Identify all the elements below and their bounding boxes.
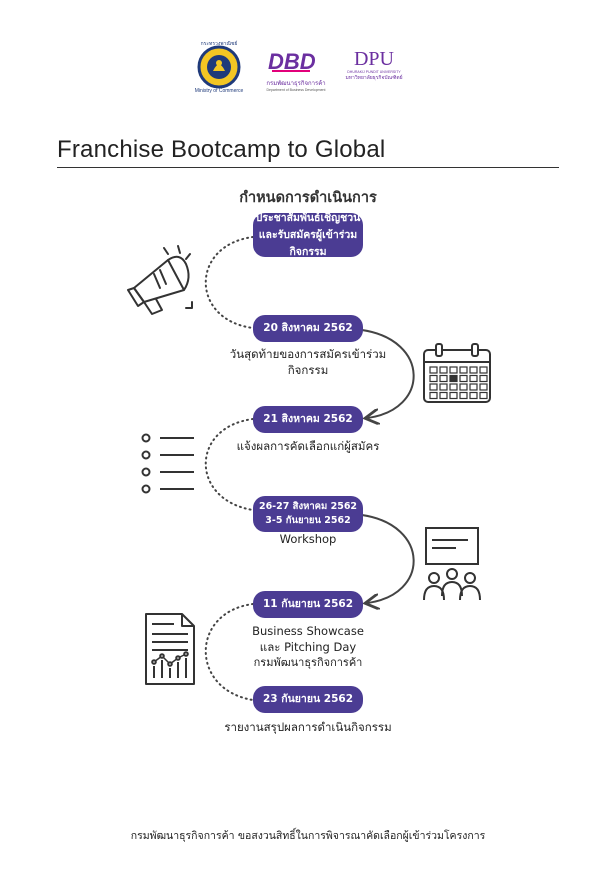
- calendar-day-cell: [429, 391, 438, 400]
- dpu-mark: DPU: [353, 48, 394, 70]
- calendar-day-cell: [459, 366, 468, 374]
- calendar-day-cell: [469, 366, 478, 374]
- dotted-arc-1: [204, 236, 254, 329]
- calendar-day-cell: [479, 374, 488, 383]
- pill-4-line-2: 3-5 กันยายน 2562: [265, 515, 351, 526]
- timeline-pill-4: 26-27 สิงหาคม 2562 3-5 กันยายน 2562: [253, 496, 363, 532]
- dbd-mark: DBD: [268, 49, 316, 74]
- pill-4-line-1: 26-27 สิงหาคม 2562: [258, 501, 358, 512]
- calendar-day-cell: [429, 374, 438, 383]
- title-divider: [57, 167, 559, 168]
- pill-2-line-1: 20 สิงหาคม 2562: [263, 322, 353, 334]
- timeline-pill-1: ประชาสัมพันธ์เชิญชวน และรับสมัครผู้เข้าร…: [253, 211, 363, 258]
- timeline-pill-6: 23 กันยายน 2562: [253, 686, 363, 713]
- dotted-arc-2: [204, 418, 254, 511]
- calendar-day-cell: [459, 391, 468, 400]
- calendar-day-cell: [429, 366, 438, 374]
- page-title: Franchise Bootcamp to Global: [57, 136, 386, 163]
- calendar-day-cell: [449, 383, 458, 391]
- ministry-logo-text-bottom: Ministry of Commerce: [194, 88, 244, 94]
- calendar-day-cell: [429, 383, 438, 391]
- timeline-caption-2: วันสุดท้ายของการสมัครเข้าร่วม กิจกรรม: [218, 346, 398, 378]
- ministry-of-commerce-logo: [196, 44, 242, 90]
- schedule-heading: กำหนดการดำเนินการ: [239, 190, 377, 206]
- timeline-caption-4: Workshop: [233, 531, 383, 547]
- footer-note: กรมพัฒนาธุรกิจการค้า ขอสงวนสิทธิ์ในการพิ…: [130, 830, 486, 842]
- dbd-logo-text-en: Department of Business Development: [266, 88, 326, 92]
- calendar-day-cell: [449, 374, 458, 383]
- dpu-logo: DPU DHURAKIJ PUNDIT UNIVERSITY มหาวิทยาล…: [344, 48, 404, 88]
- calendar-day-cell: [469, 374, 478, 383]
- calendar-day-cell: [469, 391, 478, 400]
- caption-5-line-2: และ Pitching Day: [259, 640, 357, 654]
- calendar-day-cell: [469, 383, 478, 391]
- timeline-pill-5: 11 กันยายน 2562: [253, 591, 363, 618]
- report-chart-icon: [145, 613, 195, 685]
- list-icon: [141, 433, 194, 494]
- calendar-day-cell: [439, 383, 448, 391]
- pill-1-line-1: ประชาสัมพันธ์เชิญชวน: [255, 211, 361, 224]
- timeline-pill-2: 20 สิงหาคม 2562: [253, 315, 363, 342]
- calendar-day-cell: [449, 366, 458, 374]
- caption-6-line-1: รายงานสรุปผลการดำเนินกิจกรรม: [224, 720, 392, 734]
- pill-1-line-2: และรับสมัครผู้เข้าร่วมกิจกรรม: [258, 228, 358, 258]
- calendar-day-cell: [479, 383, 488, 391]
- caption-5-line-1: Business Showcase: [252, 624, 364, 638]
- timeline-pill-3: 21 สิงหาคม 2562: [253, 406, 363, 433]
- calendar-day-cell: [439, 366, 448, 374]
- caption-4-line-1: Workshop: [279, 532, 337, 546]
- caption-2-line-1: วันสุดท้ายของการสมัครเข้าร่วม: [229, 347, 387, 361]
- caption-2-line-2: กิจกรรม: [287, 363, 329, 377]
- dpu-logo-text-th: มหาวิทยาลัยธุรกิจบัณฑิตย์: [345, 75, 403, 81]
- calendar-day-cell: [439, 374, 448, 383]
- dpu-logo-text-en: DHURAKIJ PUNDIT UNIVERSITY: [347, 70, 401, 74]
- calendar-day-cell: [479, 366, 488, 374]
- calendar-icon: [423, 343, 491, 403]
- caption-3-line-1: แจ้งผลการคัดเลือกแก่ผู้สมัคร: [236, 439, 380, 453]
- timeline-caption-6: รายงานสรุปผลการดำเนินกิจกรรม: [198, 719, 418, 735]
- solid-arc-2: [361, 514, 415, 603]
- timeline-caption-5: Business Showcase และ Pitching Day กรมพั…: [218, 623, 398, 671]
- dotted-arc-3: [204, 603, 254, 701]
- presentation-icon: [423, 527, 481, 601]
- megaphone-icon: [127, 245, 193, 315]
- calendar-day-cell: [479, 391, 488, 400]
- calendar-day-cell: [459, 374, 468, 383]
- caption-5-line-3: กรมพัฒนาธุรกิจการค้า: [253, 656, 363, 669]
- dbd-logo: DBD กรมพัฒนาธุรกิจการค้า Department of B…: [266, 49, 326, 92]
- dbd-logo-text-th: กรมพัฒนาธุรกิจการค้า: [266, 81, 326, 87]
- ministry-logo-text-top: กระทรวงพาณิชย์: [200, 41, 238, 47]
- pill-5-line-1: 11 กันยายน 2562: [262, 598, 354, 610]
- solid-arc-1: [361, 329, 415, 418]
- calendar-day-cell: [449, 391, 458, 400]
- pill-3-line-1: 21 สิงหาคม 2562: [263, 413, 353, 425]
- pill-6-line-1: 23 กันยายน 2562: [262, 693, 354, 705]
- calendar-day-cell: [439, 391, 448, 400]
- calendar-day-cell: [459, 383, 468, 391]
- timeline-caption-3: แจ้งผลการคัดเลือกแก่ผู้สมัคร: [208, 438, 408, 454]
